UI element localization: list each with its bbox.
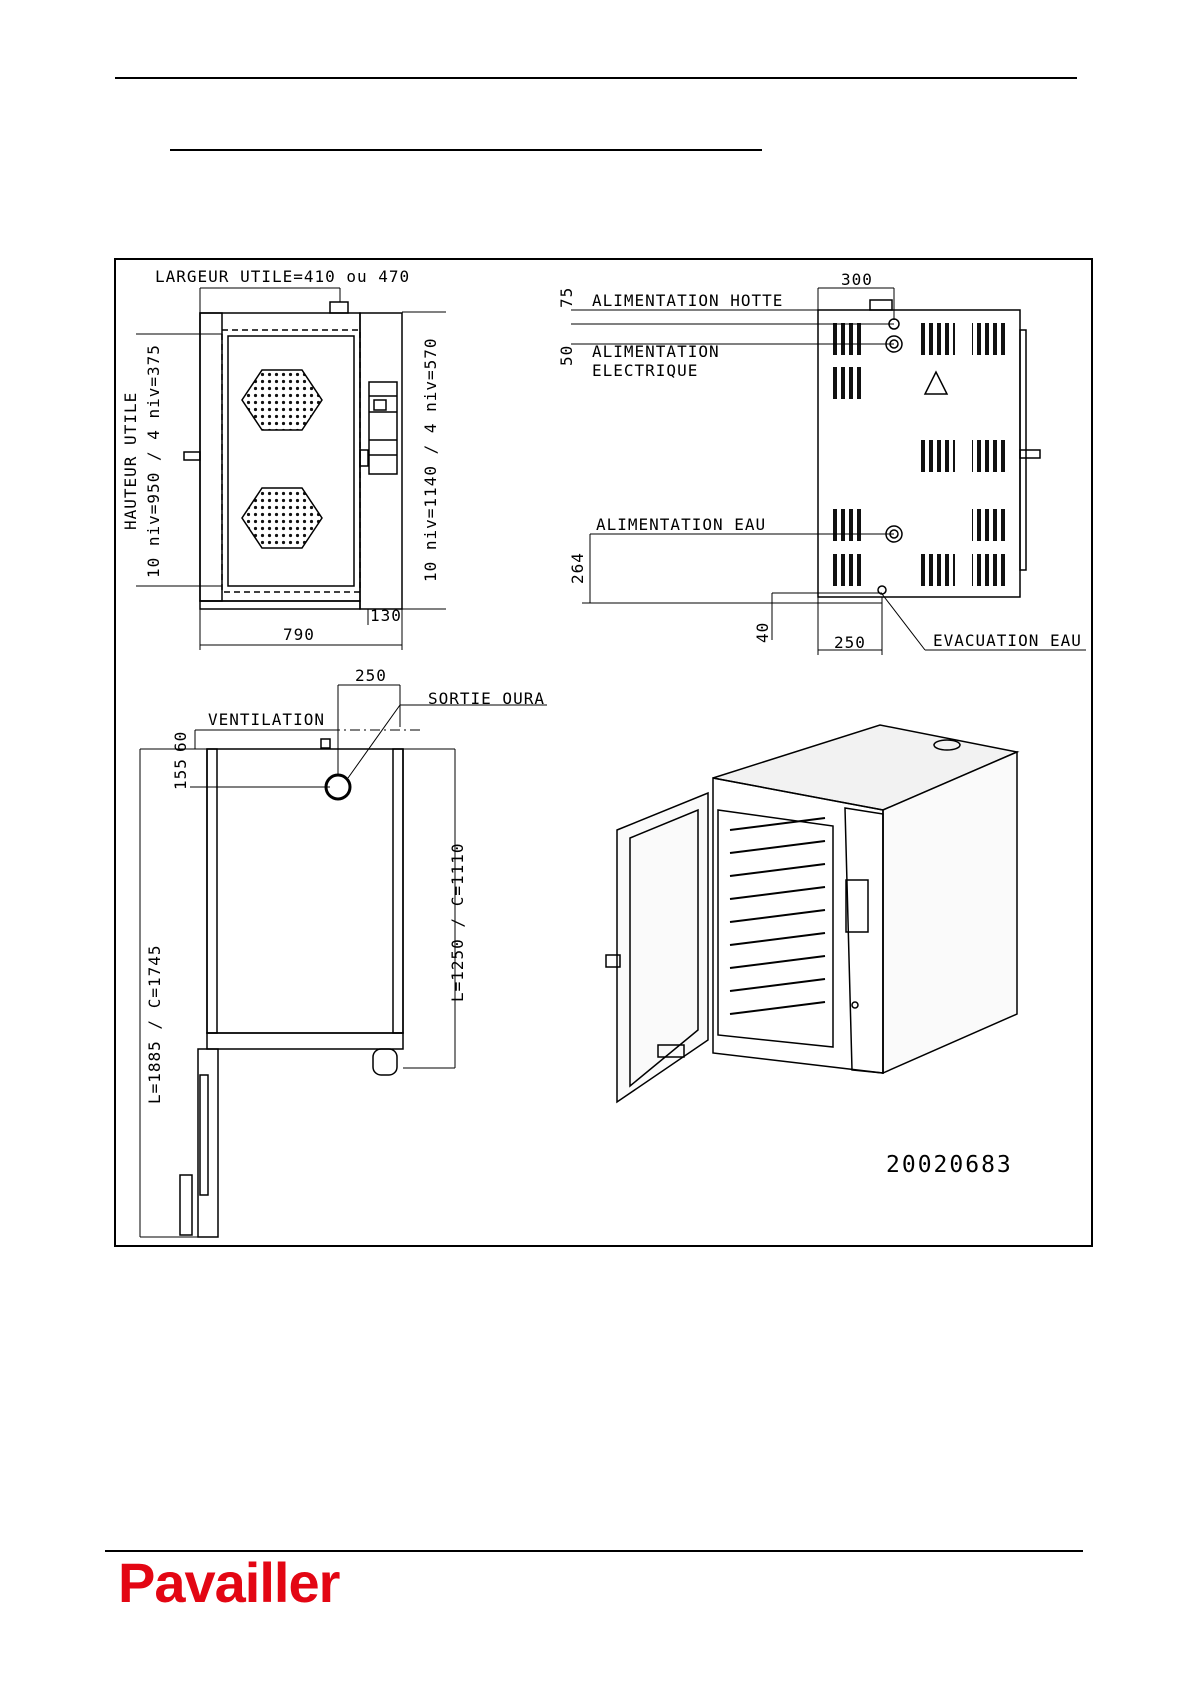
label-depth-total: L=1885 / C=1745 (145, 945, 164, 1105)
dim-790: 790 (283, 625, 315, 644)
isometric-view (606, 725, 1017, 1102)
fan-grille-bottom (242, 488, 322, 548)
label-hauteur-utile: HAUTEUR UTILE (121, 392, 140, 530)
pavailler-logo: Pavailler (118, 1555, 339, 1611)
fan-grille-top (242, 370, 322, 430)
dim-60: 60 (171, 731, 190, 752)
dim-130: 130 (370, 606, 402, 625)
side-dimensions (140, 685, 547, 1237)
front-view (184, 302, 402, 609)
vent-slots (830, 323, 1006, 586)
dim-50: 50 (557, 345, 576, 366)
dim-264: 264 (568, 552, 587, 584)
front-dimensions (136, 288, 446, 650)
side-view (180, 739, 403, 1237)
back-connections (878, 319, 902, 594)
dim-250-back: 250 (834, 633, 866, 652)
label-sortie-oura: SORTIE OURA (428, 689, 545, 708)
dim-155: 155 (171, 758, 190, 790)
label-hauteur-values: 10 niv=950 / 4 niv=375 (144, 344, 163, 578)
rack-shelves (730, 818, 825, 1014)
label-alimentation-electrique-2: ELECTRIQUE (592, 361, 698, 380)
label-depth-body: L=1250 / C=1110 (448, 843, 467, 1003)
label-alimentation-hotte: ALIMENTATION HOTTE (592, 291, 783, 310)
label-evacuation-eau: EVACUATION EAU (933, 631, 1082, 650)
label-alimentation-electrique-1: ALIMENTATION (592, 342, 720, 361)
dim-250-top: 250 (355, 666, 387, 685)
label-hauteur-totale: 10 niv=1140 / 4 niv=570 (421, 337, 440, 582)
dim-300: 300 (841, 270, 873, 289)
dim-40: 40 (753, 622, 772, 643)
drawing-reference: 20020683 (886, 1152, 1013, 1178)
dim-75: 75 (557, 287, 576, 308)
label-alimentation-eau: ALIMENTATION EAU (596, 515, 766, 534)
label-largeur-utile: LARGEUR UTILE=410 ou 470 (155, 267, 410, 286)
label-ventilation: VENTILATION (208, 710, 325, 729)
